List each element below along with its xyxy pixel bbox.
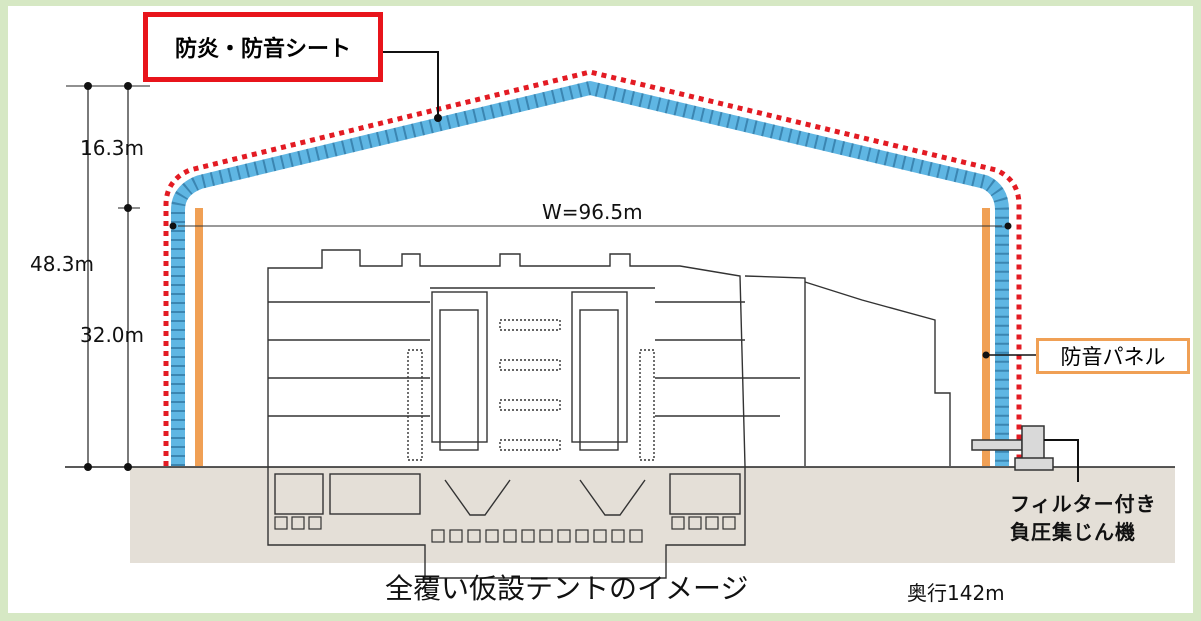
building-section	[267, 249, 951, 579]
ground	[130, 467, 1175, 563]
dust-collector-machine	[971, 425, 1079, 482]
caption: 全覆い仮設テントのイメージ	[385, 572, 749, 605]
sheet-leader	[383, 51, 439, 118]
sheet-label: 防炎・防音シート	[174, 37, 351, 62]
depth-label: 奥行142m	[907, 581, 1005, 605]
basement-cells	[274, 516, 736, 543]
panel-label: 防音パネル	[1060, 345, 1166, 369]
wall-height-label: 32.0m	[80, 323, 145, 347]
roof-height-label: 16.3m	[80, 136, 145, 160]
sound-panel-right	[982, 208, 990, 466]
panel-label-box: 防音パネル	[1036, 338, 1190, 374]
tent-truss-lattice	[171, 81, 1009, 466]
width-label: W=96.5m	[542, 200, 643, 224]
sheet-label-box: 防炎・防音シート	[143, 12, 383, 82]
dust-collector-label-line1: フィルター付き	[1010, 492, 1157, 516]
sound-panel-left	[195, 208, 203, 466]
dust-collector-label-line2: 負圧集じん機	[1010, 520, 1136, 544]
fire-sound-sheet	[163, 69, 1022, 466]
dust-collector-label: フィルター付き 負圧集じん機	[1010, 490, 1157, 546]
total-height-label: 48.3m	[30, 252, 95, 276]
